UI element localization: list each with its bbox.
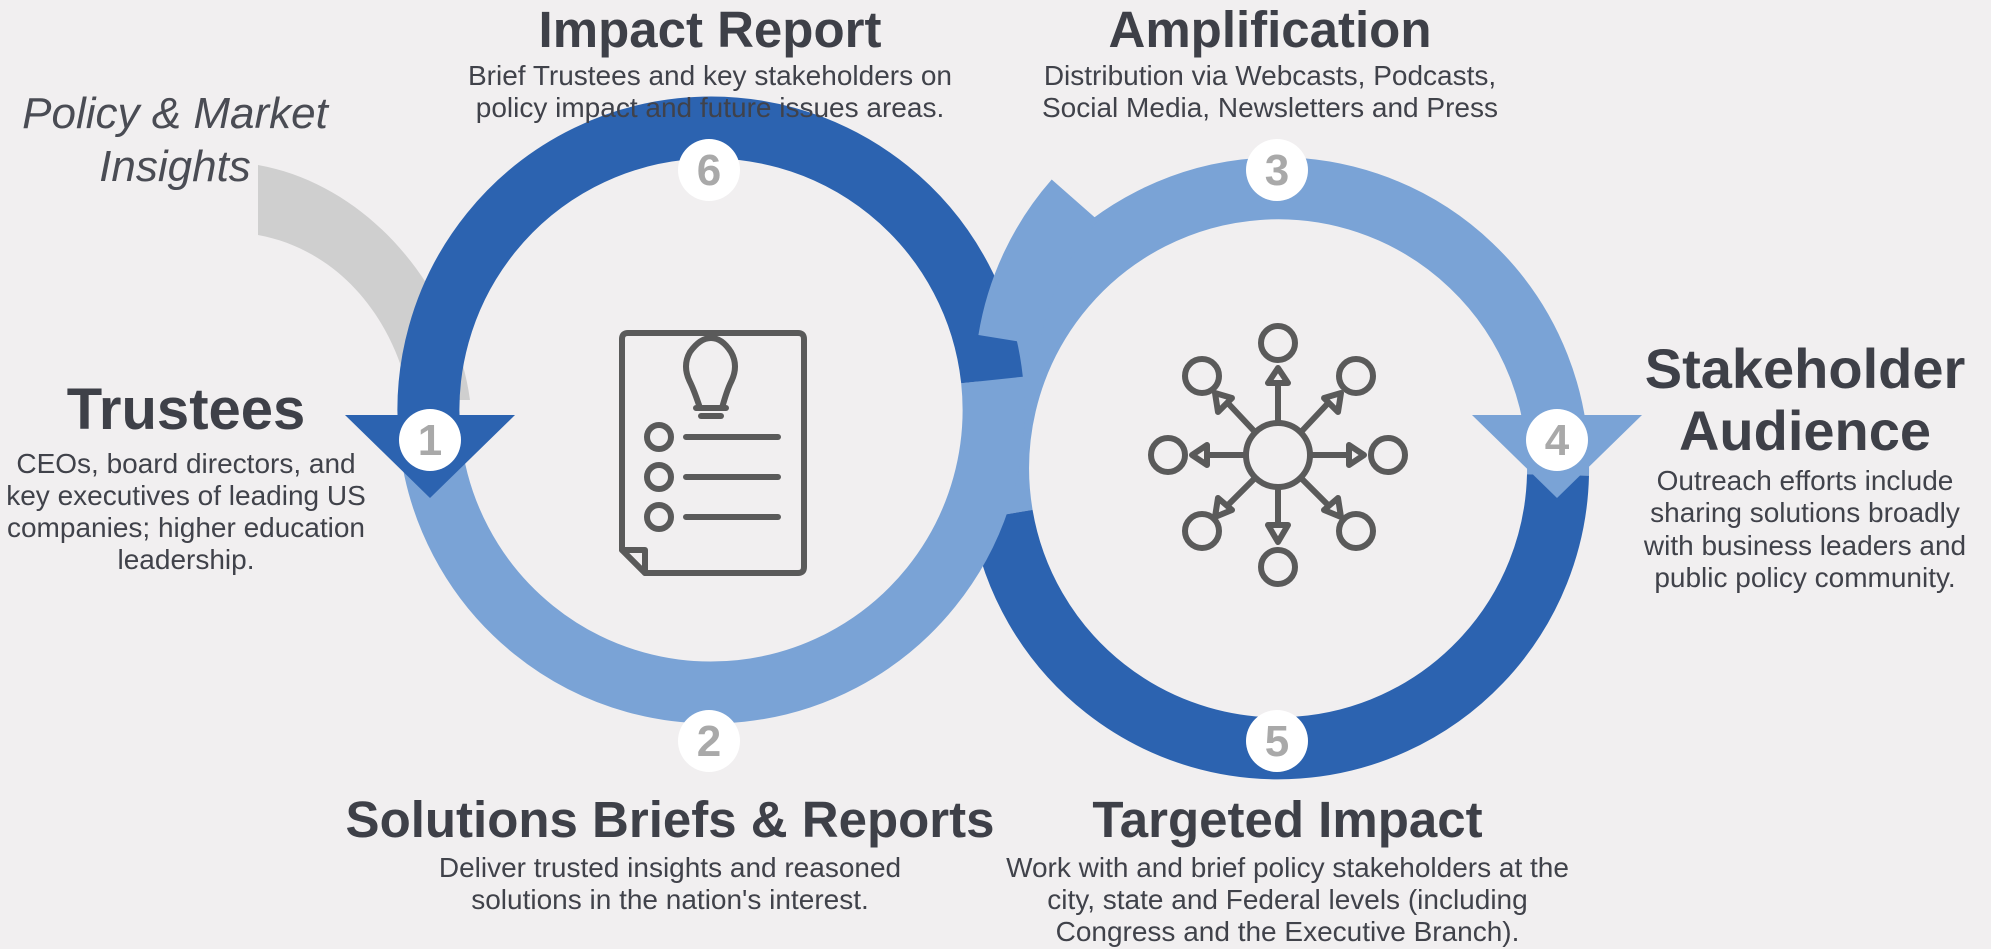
step-trustees: Trustees CEOs, board directors, and key …	[0, 378, 372, 577]
trustees-title: Trustees	[66, 377, 306, 442]
trustees-description: CEOs, board directors, and key executive…	[6, 447, 366, 576]
crossing-overpass-light	[978, 179, 1099, 346]
impact-report-title: Impact Report	[538, 1, 882, 58]
stakeholder-audience-title: Stakeholder Audience	[1644, 337, 1966, 462]
step-badge-1: 1	[399, 409, 461, 471]
step-badge-6: 6	[678, 139, 740, 201]
step-solutions-briefs: Solutions Briefs & Reports Deliver trust…	[340, 791, 1000, 916]
impact-report-description: Brief Trustees and key stakeholders on p…	[467, 60, 953, 124]
document-lightbulb-icon	[619, 330, 807, 576]
left-ring-light-segment	[399, 376, 1025, 724]
step-badge-5: 5	[1246, 710, 1308, 772]
targeted-impact-title: Targeted Impact	[1092, 791, 1483, 848]
left-ring-dark-segment	[397, 96, 1023, 444]
step-impact-report: Impact Report Brief Trustees and key sta…	[440, 1, 980, 124]
step-number-3: 3	[1265, 146, 1289, 195]
step-badge-4: 4	[1526, 409, 1588, 471]
solutions-briefs-title: Solutions Briefs & Reports	[345, 791, 995, 848]
stakeholder-audience-description: Outreach efforts include sharing solutio…	[1643, 465, 1967, 593]
policy-market-insights-label: Policy & Market Insights	[22, 89, 328, 191]
step-number-1: 1	[418, 416, 442, 465]
step-amplification: Amplification Distribution via Webcasts,…	[1010, 1, 1530, 124]
amplification-description: Distribution via Webcasts, Podcasts, Soc…	[1042, 60, 1498, 124]
step-number-5: 5	[1265, 717, 1289, 766]
step-badge-3: 3	[1246, 139, 1308, 201]
amplification-title: Amplification	[1108, 1, 1432, 58]
step-number-4: 4	[1545, 416, 1570, 465]
step-stakeholder-audience: Stakeholder Audience Outreach efforts in…	[1620, 338, 1990, 594]
step-number-2: 2	[697, 717, 721, 766]
step-badge-2: 2	[678, 710, 740, 772]
targeted-impact-description: Work with and brief policy stakeholders …	[1006, 852, 1569, 948]
step-number-6: 6	[697, 146, 721, 195]
solutions-briefs-description: Deliver trusted insights and reasoned so…	[438, 852, 902, 916]
network-hub-icon	[1148, 323, 1408, 587]
step-targeted-impact: Targeted Impact Work with and brief poli…	[990, 791, 1585, 949]
